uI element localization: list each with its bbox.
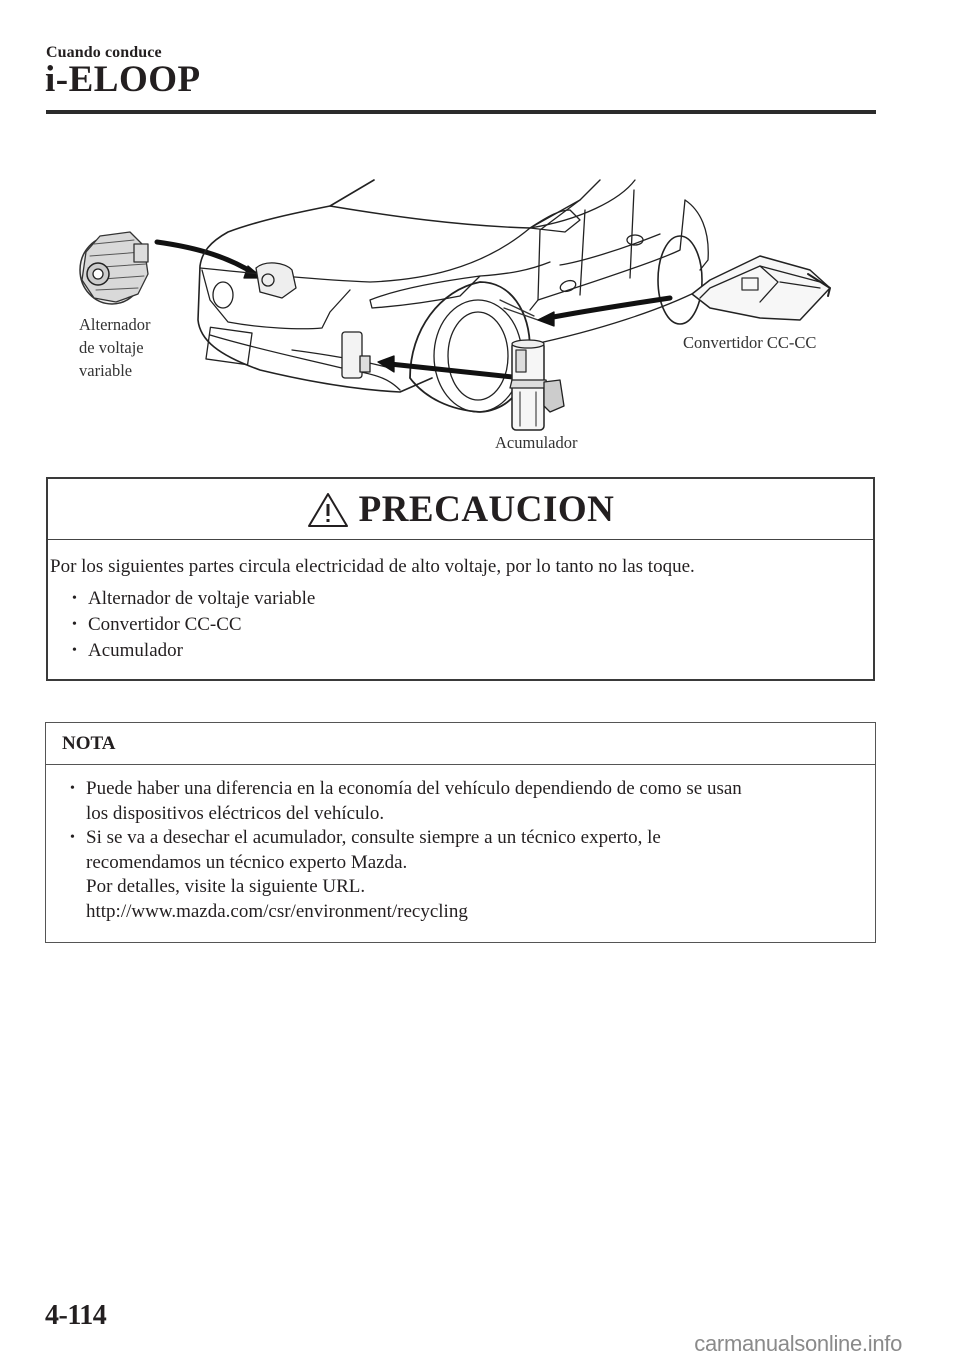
caution-body: Por los siguientes partes circula electr… xyxy=(48,540,873,664)
caution-box: PRECAUCION Por los siguientes partes cir… xyxy=(46,477,875,681)
dc-dc-converter-icon xyxy=(691,255,831,321)
note-line: Si se va a desechar el acumulador, consu… xyxy=(86,827,661,848)
note-line: Puede haber una diferencia en la economí… xyxy=(86,778,742,799)
arrow-icon xyxy=(545,295,673,321)
page-number: 4-114 xyxy=(45,1300,107,1331)
page-title: i-ELOOP xyxy=(45,59,201,100)
alternator-label: Alternador de voltaje variable xyxy=(79,313,150,382)
caution-title: PRECAUCION xyxy=(358,488,615,530)
caution-list: Alternador de voltaje variable Convertid… xyxy=(48,586,873,664)
note-item: Puede haber una diferencia en la economí… xyxy=(46,777,875,826)
note-line: los dispositivos eléctricos del vehículo… xyxy=(86,802,385,824)
title-rule xyxy=(46,110,876,114)
alternator-label-line: variable xyxy=(79,361,133,380)
arrow-icon xyxy=(387,361,525,381)
caution-item: Convertidor CC-CC xyxy=(48,612,873,638)
car-illustration xyxy=(197,179,709,413)
accumulator-icon xyxy=(509,339,565,431)
note-box: NOTA Puede haber una diferencia en la ec… xyxy=(45,722,876,943)
note-item: Si se va a desechar el acumulador, consu… xyxy=(46,826,875,924)
note-list: Puede haber una diferencia en la economí… xyxy=(46,777,875,924)
section-label: Cuando conduce xyxy=(46,44,162,61)
warning-triangle-icon xyxy=(307,493,348,527)
accumulator-label: Acumulador xyxy=(495,433,578,452)
caution-item: Alternador de voltaje variable xyxy=(48,586,873,612)
note-line: recomendamos un técnico experto Mazda. xyxy=(86,851,408,873)
i-eloop-figure xyxy=(60,170,860,460)
caution-item: Acumulador xyxy=(48,638,873,664)
watermark: carmanualsonline.info xyxy=(694,1331,902,1356)
caution-intro: Por los siguientes partes circula electr… xyxy=(50,556,695,577)
caution-header: PRECAUCION xyxy=(48,479,873,540)
alternator-icon xyxy=(79,231,149,305)
note-body: Puede haber una diferencia en la economí… xyxy=(46,765,875,924)
converter-label: Convertidor CC-CC xyxy=(683,333,817,352)
note-line: Por detalles, visite la siguiente URL. xyxy=(86,876,366,897)
alternator-label-line: de voltaje xyxy=(79,338,144,357)
recycling-url[interactable]: http://www.mazda.com/csr/environment/rec… xyxy=(86,900,468,922)
alternator-label-line: Alternador xyxy=(79,315,151,334)
note-title: NOTA xyxy=(46,723,875,765)
